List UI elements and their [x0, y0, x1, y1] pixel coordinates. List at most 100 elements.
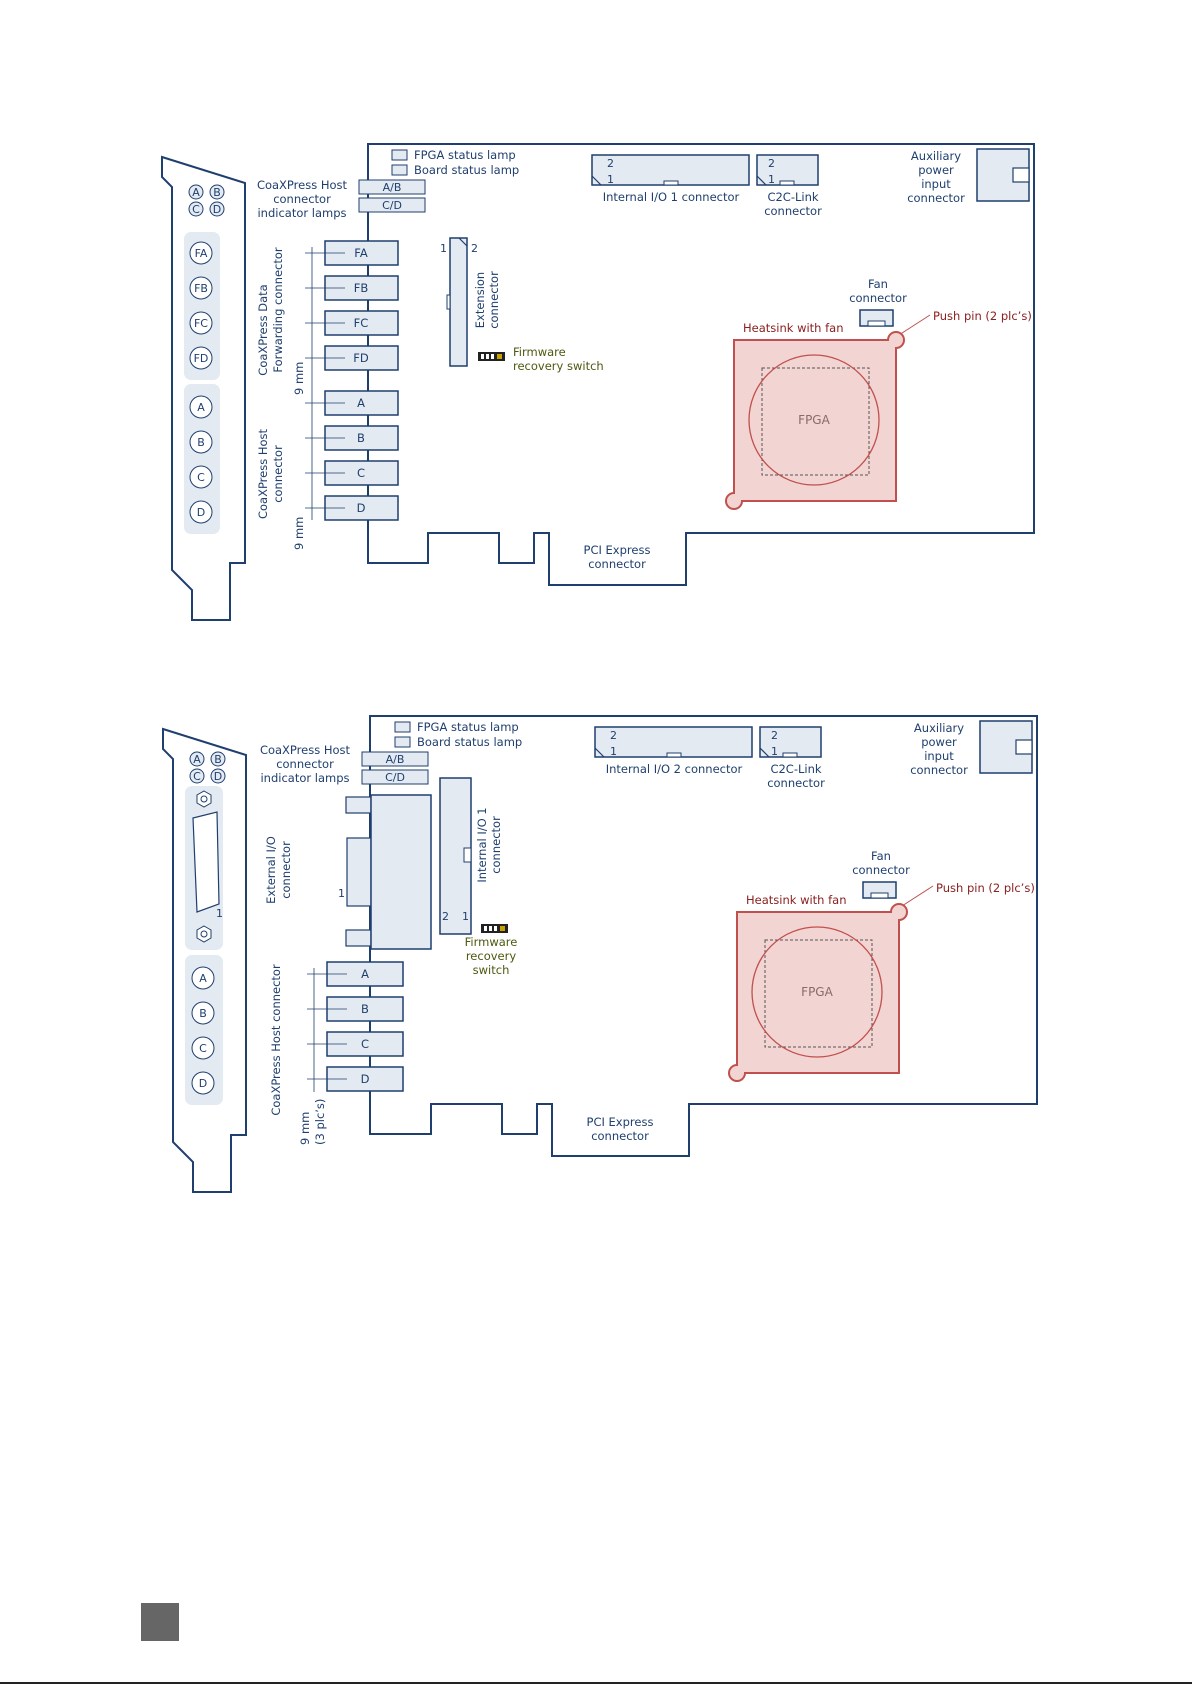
top-dim-9mm-upper: 9 mm [292, 362, 306, 395]
bottom-bracket-port-b: B [191, 1001, 215, 1025]
bottom-push-pin-leader [901, 885, 934, 907]
top-data-forwarding-label-1: CoaXPress Data [256, 284, 270, 375]
bottom-lamp-cd-label: C/D [385, 771, 405, 784]
bottom-host-lamps-label-1: CoaXPress Host [260, 743, 351, 757]
bottom-diagram: B D A C 1 A B [162, 715, 1038, 1193]
top-fpga-label: FPGA [798, 413, 830, 427]
bottom-heatsink-label: Heatsink with fan [746, 893, 847, 907]
top-fan-label-1: Fan [868, 277, 888, 291]
page-bottom-rule [0, 1682, 1192, 1684]
bottom-aux-power-label-4: connector [910, 763, 968, 777]
top-c2c-pin2: 2 [768, 157, 775, 170]
top-c2c-pin1-mark [756, 175, 767, 186]
top-pci-label-2: connector [588, 557, 646, 571]
bottom-dim-label-1: 9 mm [298, 1112, 312, 1145]
top-aux-power-key [1012, 167, 1030, 183]
top-board-status-lamp-label: Board status lamp [414, 163, 519, 177]
bottom-aux-power-key [1015, 739, 1033, 755]
bottom-host-connector-label: CoaXPress Host connector [269, 964, 283, 1116]
top-internal-io-connector [591, 154, 750, 186]
top-bracket-port-d: D [189, 500, 213, 524]
bottom-lamp-ab-label: A/B [386, 753, 405, 766]
bottom-fan-key [870, 892, 889, 899]
svg-text:D: D [213, 203, 221, 216]
svg-text:C: C [192, 203, 200, 216]
bottom-c2c-label-2: connector [767, 776, 825, 790]
bottom-c2c-pin1: 1 [771, 745, 778, 758]
bottom-fan-circle [751, 926, 883, 1058]
svg-text:FD: FD [353, 351, 369, 365]
bottom-bracket-lamp-c: C [189, 768, 205, 784]
bottom-aux-power-label-1: Auxiliary [914, 721, 964, 735]
top-fan-key [867, 320, 886, 327]
top-push-pin-leader [898, 314, 931, 336]
top-bracket-port-fb: FB [189, 276, 213, 300]
top-bracket-lamp-d: D [209, 201, 225, 217]
top-bracket-lamp-c: C [188, 201, 204, 217]
bottom-external-io-label-1: External I/O [264, 836, 278, 904]
bottom-external-io-label-2: connector [279, 841, 293, 899]
bottom-bracket-host-panel [185, 955, 223, 1105]
top-internal-io-label: Internal I/O 1 connector [603, 190, 740, 204]
svg-text:D: D [197, 506, 205, 519]
bottom-internal-io1-pin1: 1 [462, 910, 469, 923]
bottom-bracket-dsub [192, 790, 220, 943]
top-fan-label-2: connector [849, 291, 907, 305]
bottom-external-io-pin1: 1 [338, 887, 345, 900]
top-bracket-port-c: C [189, 465, 213, 489]
top-c2c-pin1: 1 [768, 173, 775, 186]
top-fpga-status-lamp-label: FPGA status lamp [414, 148, 516, 162]
bottom-lamp-ab [361, 751, 429, 767]
svg-text:C: C [361, 1037, 369, 1051]
top-extension-pin2: 2 [471, 242, 478, 255]
page-corner-badge [141, 1603, 179, 1641]
bottom-firmware-label-1: Firmware [465, 935, 518, 949]
bottom-firmware-label-3: switch [473, 963, 510, 977]
svg-text:B: B [214, 753, 222, 766]
bottom-heatsink [728, 903, 908, 1082]
top-c2c-label-2: connector [764, 204, 822, 218]
top-firmware-switch [478, 352, 505, 361]
top-bracket-port-fc: FC [189, 311, 213, 335]
top-aux-power-label-2: power [918, 163, 954, 177]
top-fpga-status-lamp [391, 149, 408, 161]
bottom-bracket-port-d: D [191, 1071, 215, 1095]
bottom-internal-io1-label-2: connector [489, 816, 503, 874]
bottom-internal-io-pin1-mark [594, 747, 605, 758]
svg-text:FB: FB [194, 282, 208, 295]
top-dimension-ticks [305, 247, 345, 520]
top-c2c-key [779, 180, 795, 186]
bottom-board-status-lamp-label: Board status lamp [417, 735, 522, 749]
top-bracket-port-fa: FA [189, 241, 213, 265]
bottom-external-io-connector [345, 794, 432, 950]
top-board-outline [367, 143, 1035, 586]
top-host-lamps-label-2: connector [273, 192, 331, 206]
top-firmware-label-2: recovery switch [513, 359, 604, 373]
top-host-connector-label-1: CoaXPress Host [256, 428, 270, 519]
svg-text:B: B [199, 1007, 207, 1020]
top-diagram: B D A C FA FB FC FD [161, 143, 1035, 621]
bottom-fpga-chip-outline [764, 939, 873, 1048]
bottom-fpga-status-lamp [394, 721, 411, 733]
bottom-internal-io1-pin2: 2 [442, 910, 449, 923]
svg-text:FD: FD [194, 352, 209, 365]
bottom-c2c-key [782, 752, 798, 758]
top-bracket-host-panel [184, 384, 220, 534]
top-dim-9mm-lower: 9 mm [292, 517, 306, 550]
bottom-fpga-label: FPGA [801, 985, 833, 999]
bottom-dsub-pin1: 1 [216, 907, 223, 920]
bottom-bracket-lamp-d: D [210, 768, 226, 784]
bottom-internal-io-connector [594, 726, 753, 758]
bottom-dim-label-2: (3 plc’s) [313, 1099, 327, 1145]
top-aux-power-label-1: Auxiliary [911, 149, 961, 163]
top-bracket-lamp-b: B [209, 184, 225, 200]
top-fpga-chip-outline [761, 367, 870, 476]
bottom-c2c-pin2: 2 [771, 729, 778, 742]
top-host-connector-label-2: connector [271, 445, 285, 503]
top-internal-io-pin1-mark [591, 175, 602, 186]
svg-text:C: C [199, 1042, 207, 1055]
bottom-dimension-ticks [307, 968, 347, 1092]
svg-text:B: B [357, 431, 365, 445]
bottom-c2c-label-1: C2C-Link [770, 762, 821, 776]
